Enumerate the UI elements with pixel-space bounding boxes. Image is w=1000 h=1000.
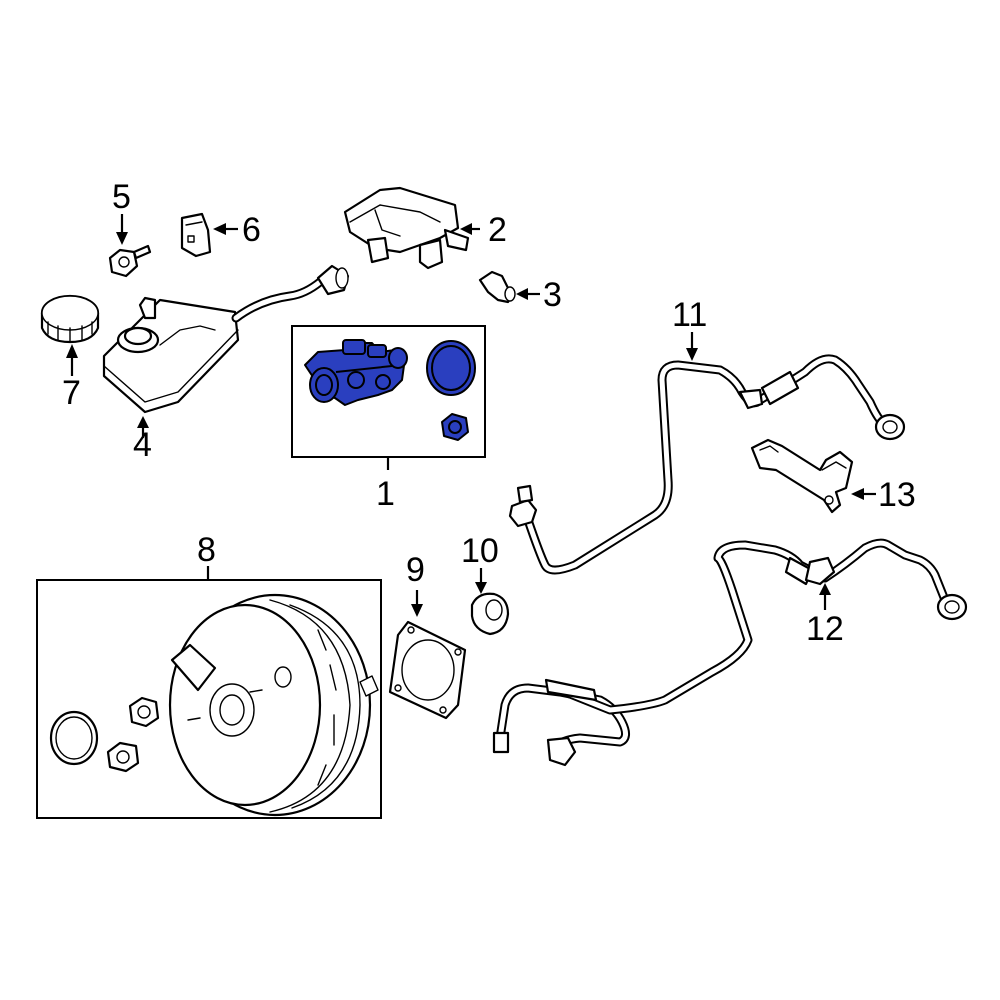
part-10-grommet[interactable]: 10 bbox=[461, 532, 510, 636]
master-cylinder-seal[interactable] bbox=[426, 340, 476, 396]
callout-2: 2 bbox=[488, 211, 507, 249]
callout-3: 3 bbox=[543, 276, 562, 314]
part-11-vacuum-hose[interactable]: 11 bbox=[508, 296, 906, 575]
master-cylinder[interactable] bbox=[304, 339, 408, 406]
part-1-master-cylinder-group[interactable]: 1 bbox=[291, 325, 486, 513]
part-9-gasket[interactable]: 9 bbox=[388, 551, 467, 720]
part-2-module[interactable]: 2 bbox=[343, 186, 507, 270]
part-5-bolt[interactable]: 5 bbox=[108, 178, 152, 278]
callout-5: 5 bbox=[112, 178, 131, 216]
booster-o-ring[interactable] bbox=[49, 710, 99, 766]
callout-12: 12 bbox=[806, 610, 844, 648]
callout-6: 6 bbox=[242, 211, 261, 249]
callout-10: 10 bbox=[461, 532, 499, 570]
part-4-reservoir[interactable]: 4 bbox=[102, 264, 350, 464]
master-cylinder-nut[interactable] bbox=[441, 413, 469, 441]
callout-1: 1 bbox=[376, 475, 395, 513]
part-3-plug[interactable]: 3 bbox=[478, 270, 562, 314]
callout-4: 4 bbox=[133, 426, 152, 464]
part-12-vacuum-hose[interactable]: 12 bbox=[492, 538, 968, 767]
booster-nut-upper[interactable] bbox=[128, 696, 160, 728]
part-13-bracket[interactable]: 13 bbox=[750, 438, 916, 514]
part-7-cap[interactable]: 7 bbox=[40, 294, 100, 412]
callout-7: 7 bbox=[62, 374, 81, 412]
part-1-kit-box bbox=[291, 325, 486, 458]
callout-8: 8 bbox=[197, 531, 216, 569]
part-8-brake-booster-group[interactable]: 8 bbox=[36, 531, 382, 819]
callout-11: 11 bbox=[672, 296, 707, 334]
booster-nut-lower[interactable] bbox=[106, 741, 140, 773]
callout-13: 13 bbox=[878, 476, 916, 514]
brake-booster[interactable] bbox=[168, 593, 379, 817]
callout-9: 9 bbox=[406, 551, 425, 589]
part-6-clip[interactable]: 6 bbox=[180, 211, 261, 258]
